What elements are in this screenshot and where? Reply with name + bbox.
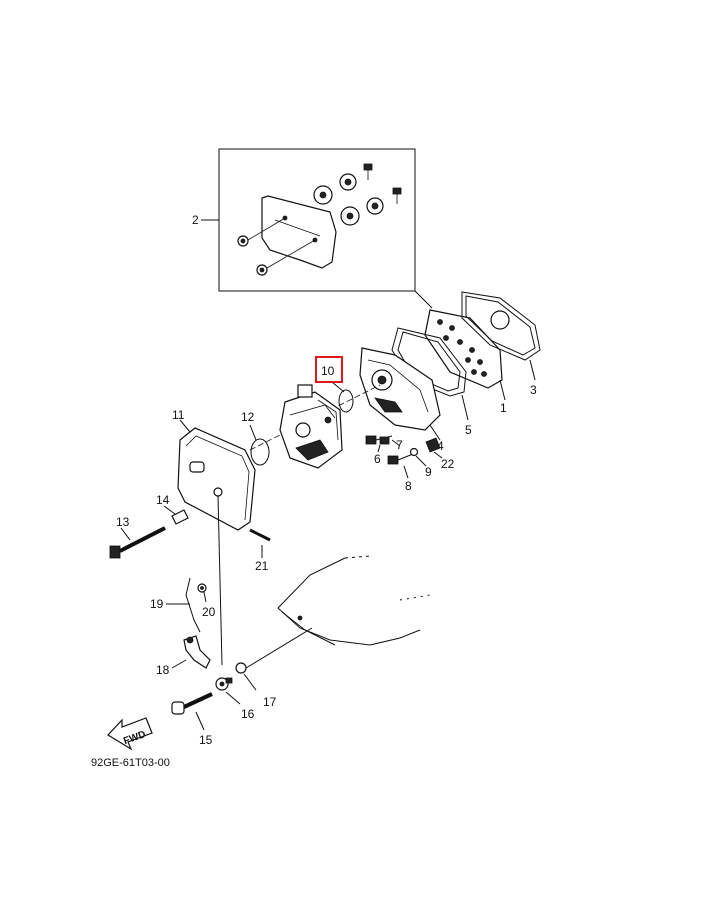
bolt-part-13 [109,526,166,559]
collar-part-14 [171,509,189,525]
callout-7: 7 [396,438,403,452]
callout-8: 8 [405,479,412,493]
callout-18: 18 [156,663,170,677]
callout-3: 3 [530,383,537,397]
callout-9: 9 [425,465,432,479]
callout-17: 17 [263,695,277,709]
callout-13: 13 [116,515,130,529]
grommet-part-17 [235,662,247,674]
intake-silencer [177,427,256,531]
callout-14: 14 [156,493,170,507]
clip-part-20 [197,583,207,593]
washer-part-16 [215,677,233,691]
highlight-box-part-10 [315,356,343,383]
callout-16: 16 [241,707,255,721]
callout-5: 5 [465,423,472,437]
detail-inset-part-2 [201,148,416,292]
reed-valve-plate [424,309,503,389]
knob-part-15 [171,692,213,715]
callout-4: 4 [437,439,444,453]
callout-19: 19 [150,597,164,611]
fwd-arrow: FWD [107,717,153,751]
callout-12: 12 [241,410,255,424]
intake-manifold [359,347,441,431]
carburetor [279,384,343,469]
callout-15: 15 [199,733,213,747]
callout-1: 1 [500,401,507,415]
bolt-part-6 [379,436,390,445]
callout-6: 6 [374,452,381,466]
lever-part-18 [183,635,211,669]
washer-part-9 [409,447,419,457]
gasket-part-3 [461,291,541,361]
link-part-19 [185,577,201,633]
o-ring-part-12 [250,438,270,466]
callout-22: 22 [441,457,455,471]
callout-2: 2 [192,213,199,227]
pin-part-21 [249,528,271,542]
callout-21: 21 [255,559,269,573]
clip-part-22 [425,437,441,453]
callout-11: 11 [172,408,185,422]
o-ring-part-10 [338,389,354,413]
callout-10: 10 [321,364,335,378]
drawing-code: 92GE-61T03-00 [91,757,170,769]
bottom-cowling-outline [277,555,431,646]
callout-20: 20 [202,605,216,619]
